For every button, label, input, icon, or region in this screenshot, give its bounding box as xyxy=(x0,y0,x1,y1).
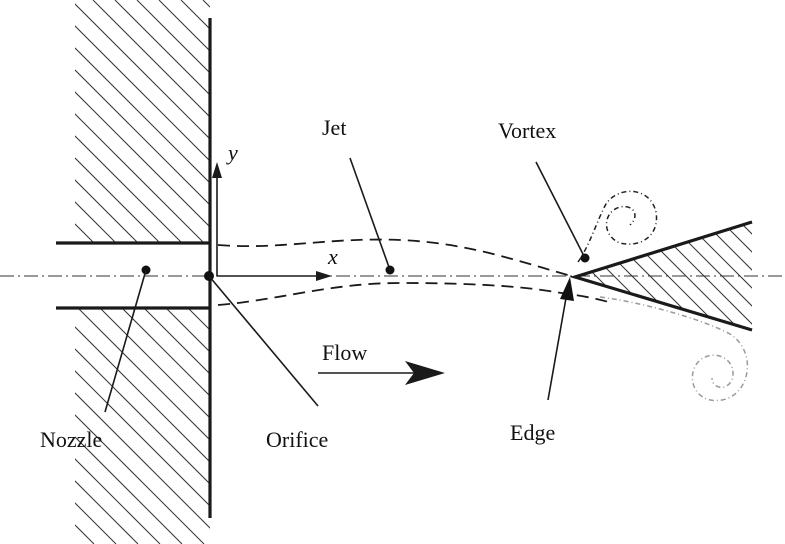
hatch-line xyxy=(0,308,6,544)
edge-pointer xyxy=(547,277,574,401)
hatch-line xyxy=(165,308,210,353)
jet-upper-boundary xyxy=(217,238,576,278)
hatch-line xyxy=(685,222,752,330)
hatch-line xyxy=(0,0,28,243)
hatch-line xyxy=(0,308,50,544)
hatch-line xyxy=(99,308,210,419)
hatch-line xyxy=(75,3,210,140)
nozzle-label: Nozzle xyxy=(40,427,102,452)
hatch-line xyxy=(136,0,210,74)
hatch-line xyxy=(0,0,72,243)
hatch-line xyxy=(386,308,622,544)
hatch-line xyxy=(357,0,600,243)
hatch-line xyxy=(77,308,210,441)
x-axis-label: x xyxy=(327,244,338,269)
hatch-line xyxy=(75,392,210,529)
hatch-line xyxy=(254,308,490,544)
vortex-pointer xyxy=(535,161,590,263)
orifice-label: Orifice xyxy=(266,427,328,452)
edge-label: Edge xyxy=(510,420,555,445)
hatch-line xyxy=(92,0,210,118)
hatch-line xyxy=(75,502,117,544)
hatch-line xyxy=(158,0,210,52)
hatch-line xyxy=(247,0,490,243)
hatch-line xyxy=(225,0,468,243)
shed-vortex xyxy=(577,190,658,263)
nozzle-lower-wall xyxy=(0,308,622,544)
hatch-line xyxy=(75,25,210,162)
hatch-line xyxy=(703,222,752,330)
hatch-line xyxy=(276,308,512,544)
coordinate-axes xyxy=(212,162,332,281)
hatch-line xyxy=(75,157,161,243)
jet-pointer xyxy=(349,157,395,275)
orifice-pointer xyxy=(204,271,319,407)
flow-arrow xyxy=(318,361,445,385)
hatch-line xyxy=(0,0,50,243)
hatch-line xyxy=(75,436,183,544)
hatch-line xyxy=(75,69,210,206)
hatch-line xyxy=(75,179,139,243)
secondary-vortex xyxy=(599,296,749,402)
hatch-line xyxy=(364,308,600,544)
hatch-line xyxy=(121,308,210,397)
nozzle-upper-wall xyxy=(0,0,688,243)
hatch-line xyxy=(75,414,205,544)
hatch-line xyxy=(0,308,28,544)
hatch-line xyxy=(75,135,183,243)
hatch-line xyxy=(75,201,117,243)
hatch-line xyxy=(114,0,210,96)
hatch-line xyxy=(75,47,210,184)
hatch-line xyxy=(187,308,210,331)
hatch-line xyxy=(269,0,512,243)
hatch-line xyxy=(143,308,210,375)
hatch-line xyxy=(75,348,210,485)
hatch-line xyxy=(75,91,210,228)
jet-lower-boundary xyxy=(217,282,613,306)
vortex-label: Vortex xyxy=(498,118,556,143)
jet-label: Jet xyxy=(322,115,346,140)
hatch-line xyxy=(75,113,205,243)
hatch-line xyxy=(445,0,688,243)
y-axis-label: y xyxy=(226,140,238,165)
hatch-line xyxy=(75,370,210,507)
hatch-line xyxy=(0,308,72,544)
flow-label: Flow xyxy=(322,340,367,365)
hatch-line xyxy=(75,458,161,544)
hatch-line xyxy=(721,222,752,330)
hatch-line xyxy=(75,326,210,463)
hatch-line xyxy=(75,480,139,544)
hatch-line xyxy=(0,0,6,243)
nozzle-pointer xyxy=(104,265,151,413)
